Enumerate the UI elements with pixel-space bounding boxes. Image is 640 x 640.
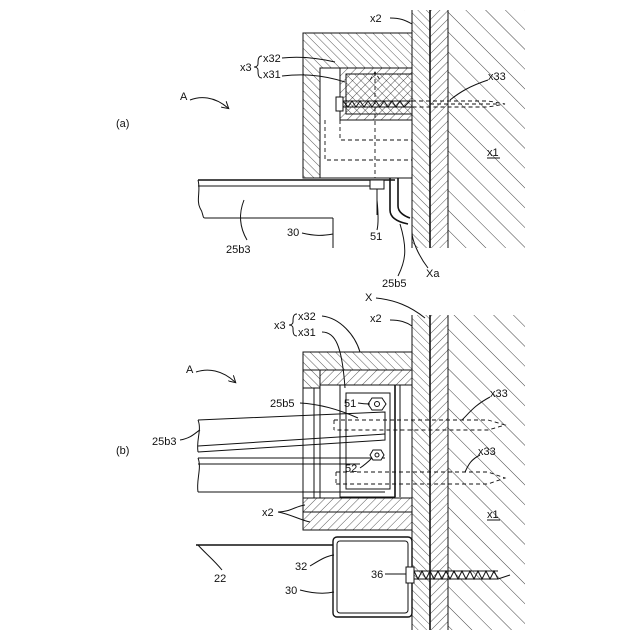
wall-x1-a	[448, 10, 525, 248]
label-36-b: 36	[371, 569, 383, 581]
label-Xa-a: Xa	[426, 268, 440, 280]
bolt-51-b	[368, 398, 386, 410]
label-30-a: 30	[287, 227, 299, 239]
label-51-b: 51	[344, 398, 356, 410]
label-25b5-b: 25b5	[270, 398, 294, 410]
label-x32-a: x32	[263, 53, 281, 65]
layer-x2-b	[412, 315, 430, 630]
label-25b5-a: 25b5	[382, 278, 406, 290]
label-51-a: 51	[370, 231, 382, 243]
label-x2-bottom-b: x2	[262, 507, 274, 519]
panel-label-b: (b)	[116, 445, 129, 457]
label-x2-a: x2	[370, 13, 382, 25]
label-x1-b: x1	[487, 509, 499, 521]
label-x31-a: x31	[263, 69, 281, 81]
bolt-51-a	[370, 180, 384, 189]
label-x3-a: x3	[240, 62, 252, 74]
label-25b3-a: 25b3	[226, 244, 250, 256]
layer-x2-a	[412, 10, 430, 248]
label-A-a: A	[180, 91, 188, 103]
label-22-b: 22	[214, 573, 226, 585]
block-x32-b	[303, 352, 412, 370]
label-25b3-b: 25b3	[152, 436, 176, 448]
block-x2-lower-b	[303, 498, 412, 530]
label-x33-a: x33	[488, 71, 506, 83]
label-x33-lower-b: x33	[478, 446, 496, 458]
wall-x1-b	[448, 315, 525, 630]
label-x3-b: x3	[274, 320, 286, 332]
label-x33-upper-b: x33	[490, 388, 508, 400]
label-x31-b: x31	[298, 327, 316, 339]
label-x1-a: x1	[487, 147, 499, 159]
figure-a: (a) x2 x3 x32 x31 A x33 x1 25b3 30 51 25…	[116, 10, 525, 290]
label-X-b: X	[365, 292, 373, 304]
bracket-25b5-a	[390, 178, 410, 224]
figure-b: (b) X x3 x32 x31 x2 A 25b5 51 x33 25b3 x…	[116, 292, 525, 630]
label-x32-b: x32	[298, 311, 316, 323]
panel-label-a: (a)	[116, 118, 129, 130]
label-A-b: A	[186, 364, 194, 376]
label-52-b: 52	[345, 463, 357, 475]
label-32-b: 32	[295, 561, 307, 573]
beam-25b3-a	[198, 180, 395, 218]
label-30-b: 30	[285, 585, 297, 597]
label-x2-top-b: x2	[370, 313, 382, 325]
